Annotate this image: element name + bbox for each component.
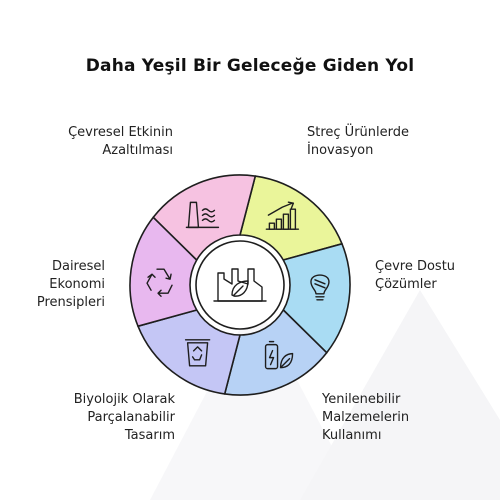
label-stretch-innovation: Streç Ürünlerde İnovasyon bbox=[307, 125, 410, 158]
factory-waves-icon bbox=[185, 201, 220, 229]
segment-3 bbox=[223, 309, 328, 396]
eco-factory-icon bbox=[213, 268, 267, 302]
label-eco-solutions: Çevre Dostu Çözümler bbox=[375, 259, 456, 292]
label-circular-economy: Dairesel Ekonomi Prensipleri bbox=[36, 259, 105, 310]
label-renewable-materials: Yenilenebilir Malzemelerin Kullanımı bbox=[322, 392, 410, 443]
label-biodegradable-design: Biyolojik Olarak Parçalanabilir Tasarım bbox=[73, 392, 175, 443]
segment-6 bbox=[152, 174, 257, 261]
recycle-bin-icon bbox=[184, 339, 211, 367]
center-circle bbox=[195, 240, 285, 330]
label-environmental-impact: Çevresel Etkinin Azaltılması bbox=[68, 125, 173, 158]
growth-chart-icon bbox=[265, 201, 300, 230]
recycle-icon bbox=[146, 268, 173, 297]
diagram-title: Daha Yeşil Bir Geleceğe Giden Yol bbox=[85, 56, 415, 76]
eco-battery-icon bbox=[264, 340, 294, 370]
eco-bulb-icon bbox=[310, 274, 330, 301]
